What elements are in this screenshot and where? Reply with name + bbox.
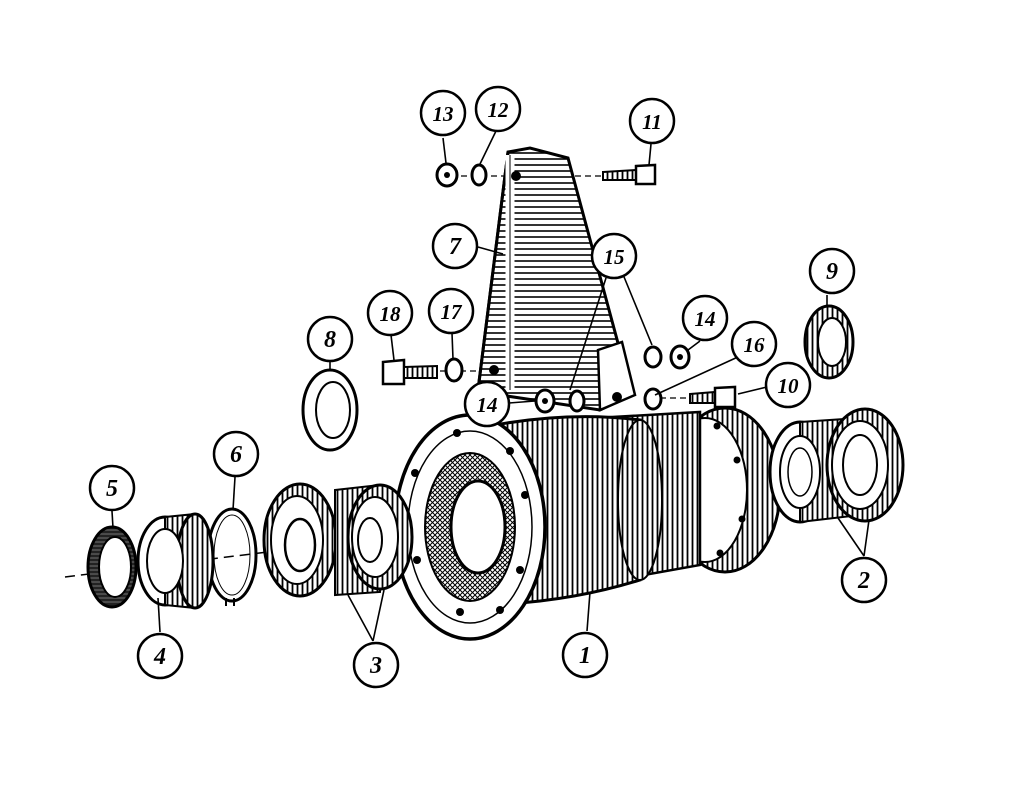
callout-number: 12 xyxy=(488,98,510,122)
callout-c9: 9 xyxy=(808,247,856,295)
callout-circle xyxy=(463,380,511,428)
callout-number: 13 xyxy=(433,102,454,126)
callout-number: 15 xyxy=(604,245,625,269)
callout-labels: 13 12 11 7 15 9 18 17 14 16 8 14 10 6 5 2 4 3 1 xyxy=(88,85,888,689)
callout-number: 16 xyxy=(744,333,766,357)
snap-ring-part-6 xyxy=(206,507,258,606)
callout-c1: 1 xyxy=(561,631,609,679)
callout-circle xyxy=(628,97,676,145)
callout-number: 11 xyxy=(642,110,662,134)
callout-number: 6 xyxy=(230,442,242,468)
callout-c14a: 14 xyxy=(681,294,729,342)
callout-c3: 3 xyxy=(352,641,400,689)
callout-number: 7 xyxy=(449,234,462,260)
callout-number: 9 xyxy=(826,259,838,285)
callout-circle xyxy=(590,232,638,280)
callout-c14b: 14 xyxy=(463,380,511,428)
callout-c17: 17 xyxy=(427,287,475,335)
bracket-fasteners xyxy=(381,162,737,414)
hub-housing-part-1 xyxy=(393,406,782,641)
callout-c8: 8 xyxy=(306,315,354,363)
callout-c2: 2 xyxy=(840,556,888,604)
lock-washer-part-5 xyxy=(86,525,138,609)
callout-number: 14 xyxy=(477,393,498,417)
callout-circle xyxy=(730,320,778,368)
callout-circle xyxy=(840,556,888,604)
callout-circle xyxy=(681,294,729,342)
callout-circle xyxy=(561,631,609,679)
callout-number: 2 xyxy=(857,568,870,594)
callout-c6: 6 xyxy=(212,430,260,478)
callout-c5: 5 xyxy=(88,464,136,512)
seal-part-9 xyxy=(803,304,855,380)
callout-c18: 18 xyxy=(366,289,414,337)
callout-circle xyxy=(474,85,522,133)
callout-c4: 4 xyxy=(136,632,184,680)
nut-part-4 xyxy=(136,512,215,610)
callout-circle xyxy=(352,641,400,689)
bearings-part-2 xyxy=(768,407,905,524)
callout-circle xyxy=(366,289,414,337)
callout-number: 3 xyxy=(369,653,382,679)
callout-number: 14 xyxy=(695,307,716,331)
callout-circle xyxy=(88,464,136,512)
callout-c12: 12 xyxy=(474,85,522,133)
callout-number: 5 xyxy=(106,476,118,502)
callout-c13: 13 xyxy=(419,89,467,137)
callout-circle xyxy=(808,247,856,295)
callout-c7: 7 xyxy=(431,222,479,270)
bearings-part-3 xyxy=(262,482,414,598)
callout-c11: 11 xyxy=(628,97,676,145)
leader-lines xyxy=(111,130,870,642)
callout-number: 18 xyxy=(380,302,402,326)
callout-circle xyxy=(431,222,479,270)
callout-number: 4 xyxy=(153,644,166,670)
callout-circle xyxy=(764,361,812,409)
callout-number: 17 xyxy=(441,300,464,324)
callout-circle xyxy=(427,287,475,335)
callout-circle xyxy=(212,430,260,478)
callout-c10: 10 xyxy=(764,361,812,409)
callout-number: 8 xyxy=(324,327,336,353)
callout-number: 10 xyxy=(778,374,800,398)
ring-part-8 xyxy=(301,368,359,452)
callout-number: 1 xyxy=(579,643,591,669)
callout-c15: 15 xyxy=(590,232,638,280)
callout-circle xyxy=(306,315,354,363)
callout-circle xyxy=(136,632,184,680)
callout-circle xyxy=(419,89,467,137)
callout-c16: 16 xyxy=(730,320,778,368)
